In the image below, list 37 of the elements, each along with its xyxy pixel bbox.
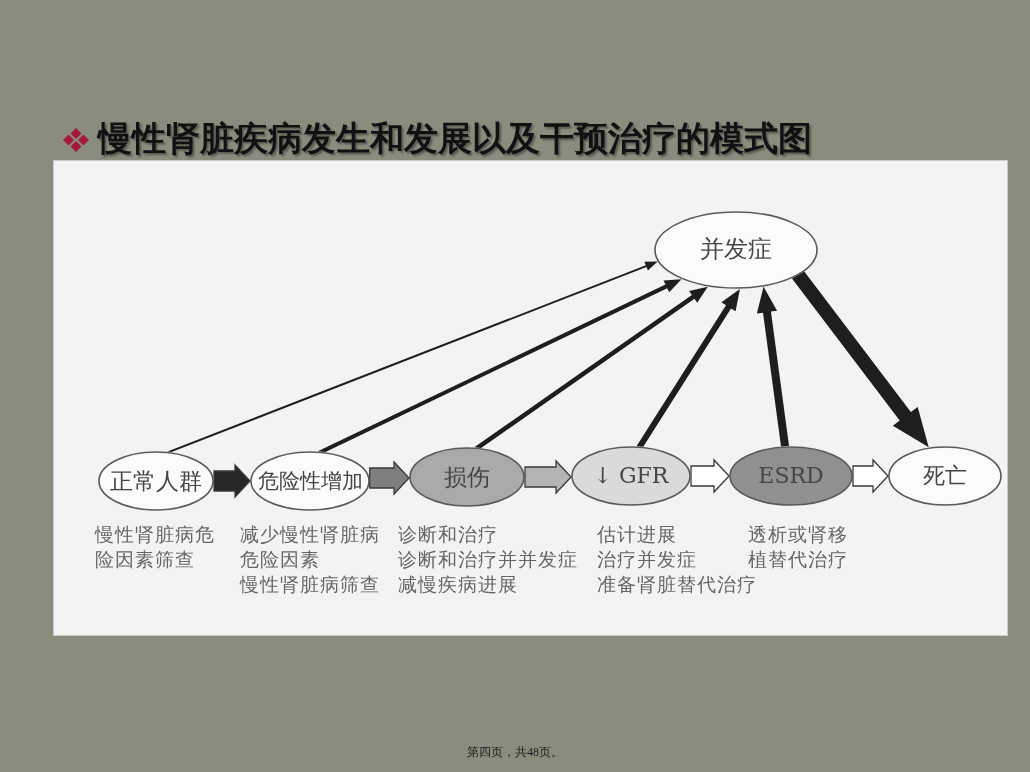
node-caption: 慢性肾脏病危险因素筛查 bbox=[95, 522, 216, 572]
arrow bbox=[317, 279, 682, 452]
block-arrow bbox=[369, 460, 410, 496]
node-label: ESRD bbox=[758, 463, 824, 489]
arrow bbox=[791, 271, 929, 448]
node-label: ↓ GFR bbox=[593, 463, 669, 489]
arrow bbox=[756, 286, 790, 447]
node-caption: 治疗并发症 bbox=[597, 547, 697, 572]
block-arrow bbox=[690, 458, 730, 494]
node-caption: 诊断和治疗并并发症 bbox=[398, 547, 578, 572]
node-caption: 准备肾脏替代治疗 bbox=[597, 572, 757, 597]
node-caption: 慢性肾脏病筛查 bbox=[240, 572, 380, 597]
ellipse-node bbox=[888, 446, 1002, 506]
node-label: 死亡 bbox=[923, 463, 967, 489]
ellipse-node bbox=[729, 446, 853, 506]
ellipse-node bbox=[250, 451, 370, 511]
node-caption: 减少慢性肾脏病危险因素 bbox=[240, 522, 381, 572]
node-caption: 诊断和治疗 bbox=[398, 522, 498, 547]
page-footer: 第四页，共48页。 bbox=[467, 744, 563, 761]
node-caption: 透析或肾移植替代治疗 bbox=[748, 522, 849, 572]
ellipse-node bbox=[98, 451, 214, 511]
ellipse-node bbox=[654, 211, 818, 289]
block-arrow bbox=[524, 459, 572, 495]
block-arrow bbox=[852, 458, 889, 494]
node-label: 正常人群 bbox=[110, 467, 202, 495]
node-label: 损伤 bbox=[444, 463, 490, 491]
ellipse-node bbox=[571, 446, 691, 506]
node-label: 危险性增加 bbox=[257, 468, 363, 494]
node-caption: 减慢疾病进展 bbox=[398, 572, 518, 597]
block-arrow bbox=[213, 463, 251, 499]
arrow bbox=[167, 261, 658, 453]
arrow bbox=[474, 286, 708, 448]
slide-title: 慢性肾脏疾病发生和发展以及干预治疗的模式图 bbox=[98, 119, 812, 159]
node-caption: 估计进展 bbox=[597, 522, 677, 547]
node-label: 并发症 bbox=[700, 236, 772, 264]
arrow bbox=[636, 288, 740, 447]
ellipse-node bbox=[409, 447, 525, 507]
